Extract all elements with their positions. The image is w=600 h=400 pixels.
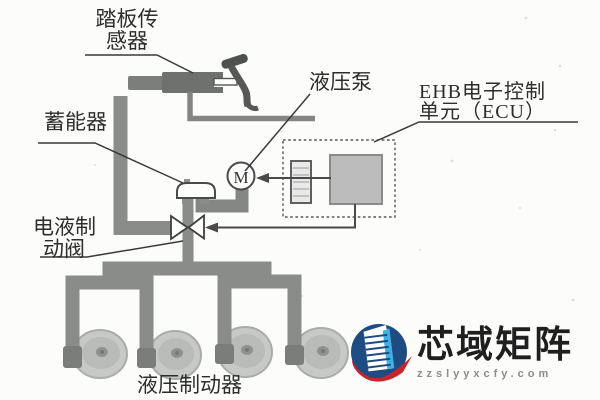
ecu-driver-block — [290, 160, 312, 204]
label-brake-valve-line2: 动阀 — [43, 237, 85, 262]
motor-letter: M — [233, 168, 248, 187]
clevis-top — [212, 72, 223, 78]
accumulator-nub — [184, 179, 190, 184]
leader-ecu — [373, 121, 578, 143]
label-accumulator: 蓄能器 — [44, 110, 107, 134]
pedal-pushrod — [213, 77, 238, 86]
leader-pump — [244, 93, 311, 172]
brake-caliper-feet — [63, 344, 304, 368]
arrowhead-to-valve — [205, 222, 218, 233]
leader-brake-valve — [40, 240, 184, 258]
label-brake-valve: 电液制 动阀 — [33, 215, 96, 262]
accumulator-symbol — [176, 179, 216, 204]
label-pump: 液压泵 — [309, 70, 372, 94]
accumulator-leg-right — [200, 195, 209, 204]
caliper-2 — [137, 348, 156, 368]
wheel-brake-2 — [148, 330, 202, 380]
leader-accumulator — [38, 142, 184, 184]
brand-logo-text: 芯域矩阵 zzslyyxcfy.com — [417, 324, 597, 380]
building-icon — [363, 324, 395, 372]
leader-lines — [38, 54, 578, 258]
wheel-brake-4 — [293, 327, 349, 379]
caliper-3 — [215, 344, 234, 364]
pedal-sensor-assembly — [128, 53, 315, 122]
ecu-chip-block — [329, 154, 383, 205]
control-lines — [217, 177, 356, 229]
label-pedal-sensor-line2: 感器 — [106, 29, 148, 54]
brand-domain: zzslyyxcfy.com — [417, 367, 553, 380]
label-ecu-line2: 单元（ECU） — [419, 101, 546, 123]
ecu-unit — [282, 139, 396, 218]
clevis-bottom — [212, 87, 223, 93]
label-ecu-line1: EHB电子控制 — [419, 81, 546, 103]
brake-pedal — [221, 53, 259, 112]
leader-pedal-sensor — [85, 54, 194, 74]
master-cylinder-barrel — [128, 76, 166, 90]
label-wheel-brakes: 液压制动器 — [137, 373, 242, 397]
wheel-brake-1 — [72, 329, 128, 379]
swoosh-icon — [352, 356, 412, 382]
supply-pipe — [113, 96, 171, 235]
caliper-1 — [63, 346, 82, 368]
hydraulic-pipes — [65, 96, 302, 352]
accumulator-leg-left — [182, 195, 191, 204]
caliper-4 — [285, 345, 304, 365]
ecu-to-valve-line — [217, 204, 356, 229]
cylinder-outlet-pipe — [187, 92, 315, 122]
label-ecu: EHB电子控制 单元（ECU） — [419, 82, 546, 122]
wheel-brakes-group — [72, 326, 349, 380]
master-cylinder-body — [162, 72, 214, 93]
brake-valve-symbol — [170, 213, 205, 241]
label-pedal-sensor: 踏板传 感器 — [85, 8, 169, 53]
scan-noise — [94, 16, 575, 302]
brand-name: 芯域矩阵 — [417, 324, 573, 365]
accumulator-dome — [176, 182, 216, 199]
label-brake-valve-line1: 电液制 — [33, 215, 96, 239]
motor-pump: M — [226, 161, 256, 191]
arrowhead-to-motor — [256, 173, 269, 183]
brand-logo-icon — [351, 324, 412, 382]
label-pedal-sensor-line1: 踏板传 — [95, 7, 159, 31]
